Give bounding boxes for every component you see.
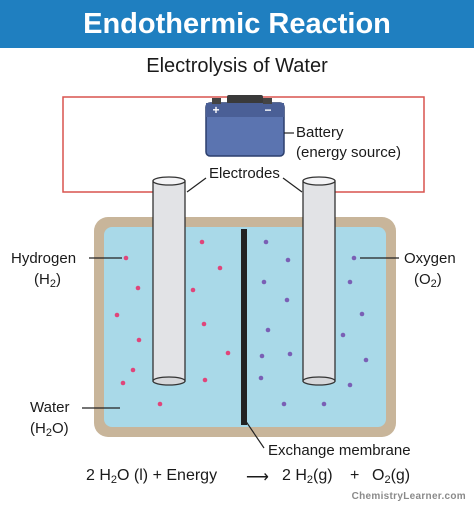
- equation-arrow: ⟶: [246, 469, 269, 486]
- battery-note: (energy source): [296, 144, 402, 161]
- oxygen-formula: (O2): [414, 271, 442, 290]
- electrodes-pointer-left: [186, 177, 207, 193]
- exchange-membrane: [241, 229, 247, 425]
- hydrogen-bubbles: [114, 239, 231, 407]
- hydrogen-label: Hydrogen: [11, 250, 77, 267]
- water-label: Water: [30, 399, 70, 416]
- diagram-subtitle: Electrolysis of Water: [146, 55, 328, 77]
- source-credit: ChemistryLearner.com: [351, 491, 466, 502]
- page-title: Endothermic Reaction: [83, 8, 391, 40]
- membrane-label: Exchange membrane: [268, 442, 411, 459]
- electrodes-label: Electrodes: [209, 165, 280, 182]
- battery-icon: + −: [205, 95, 285, 157]
- equation-plus: +: [350, 467, 360, 484]
- hydrogen-formula: (H2): [34, 271, 61, 290]
- left-electrode: [152, 176, 186, 386]
- equation-oxygen: O2(g): [372, 467, 411, 486]
- oxygen-label: Oxygen: [404, 250, 456, 267]
- water-formula: (H2O): [30, 420, 69, 439]
- battery-minus-sign: −: [264, 103, 271, 117]
- battery-label: Battery: [296, 124, 344, 141]
- membrane-pointer: [244, 419, 265, 449]
- electrodes-pointer-right: [282, 177, 303, 193]
- right-electrode: [302, 176, 336, 386]
- oxygen-bubbles: [258, 239, 369, 407]
- equation-hydrogen: 2 H2(g): [282, 467, 333, 486]
- battery-plus-sign: +: [212, 103, 219, 117]
- equation-left: 2 H2O (l) + Energy: [86, 467, 218, 486]
- title-banner: [0, 0, 474, 48]
